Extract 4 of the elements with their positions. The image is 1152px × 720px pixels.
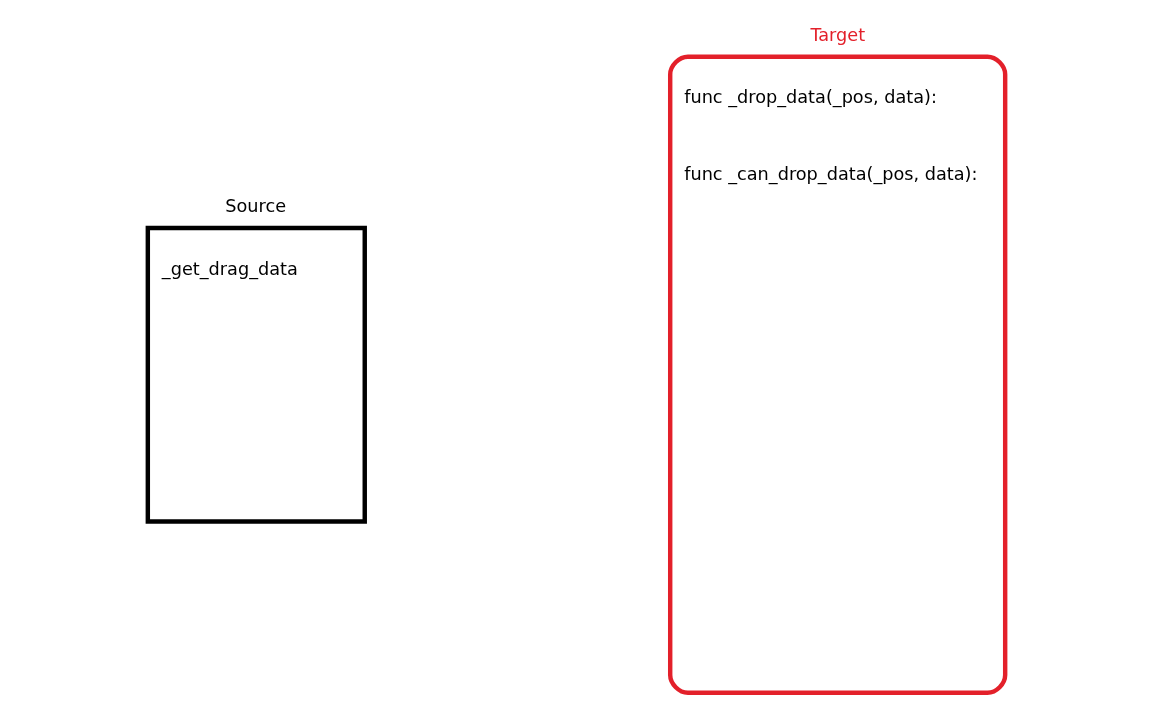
node-box: func _drop_data(_pos, data): func _can_drop_data(_pos, data): <box>667 54 1007 695</box>
node-box: _get_drag_data <box>145 225 367 524</box>
node-label: Source <box>224 195 286 216</box>
node-label: Target <box>809 24 865 45</box>
